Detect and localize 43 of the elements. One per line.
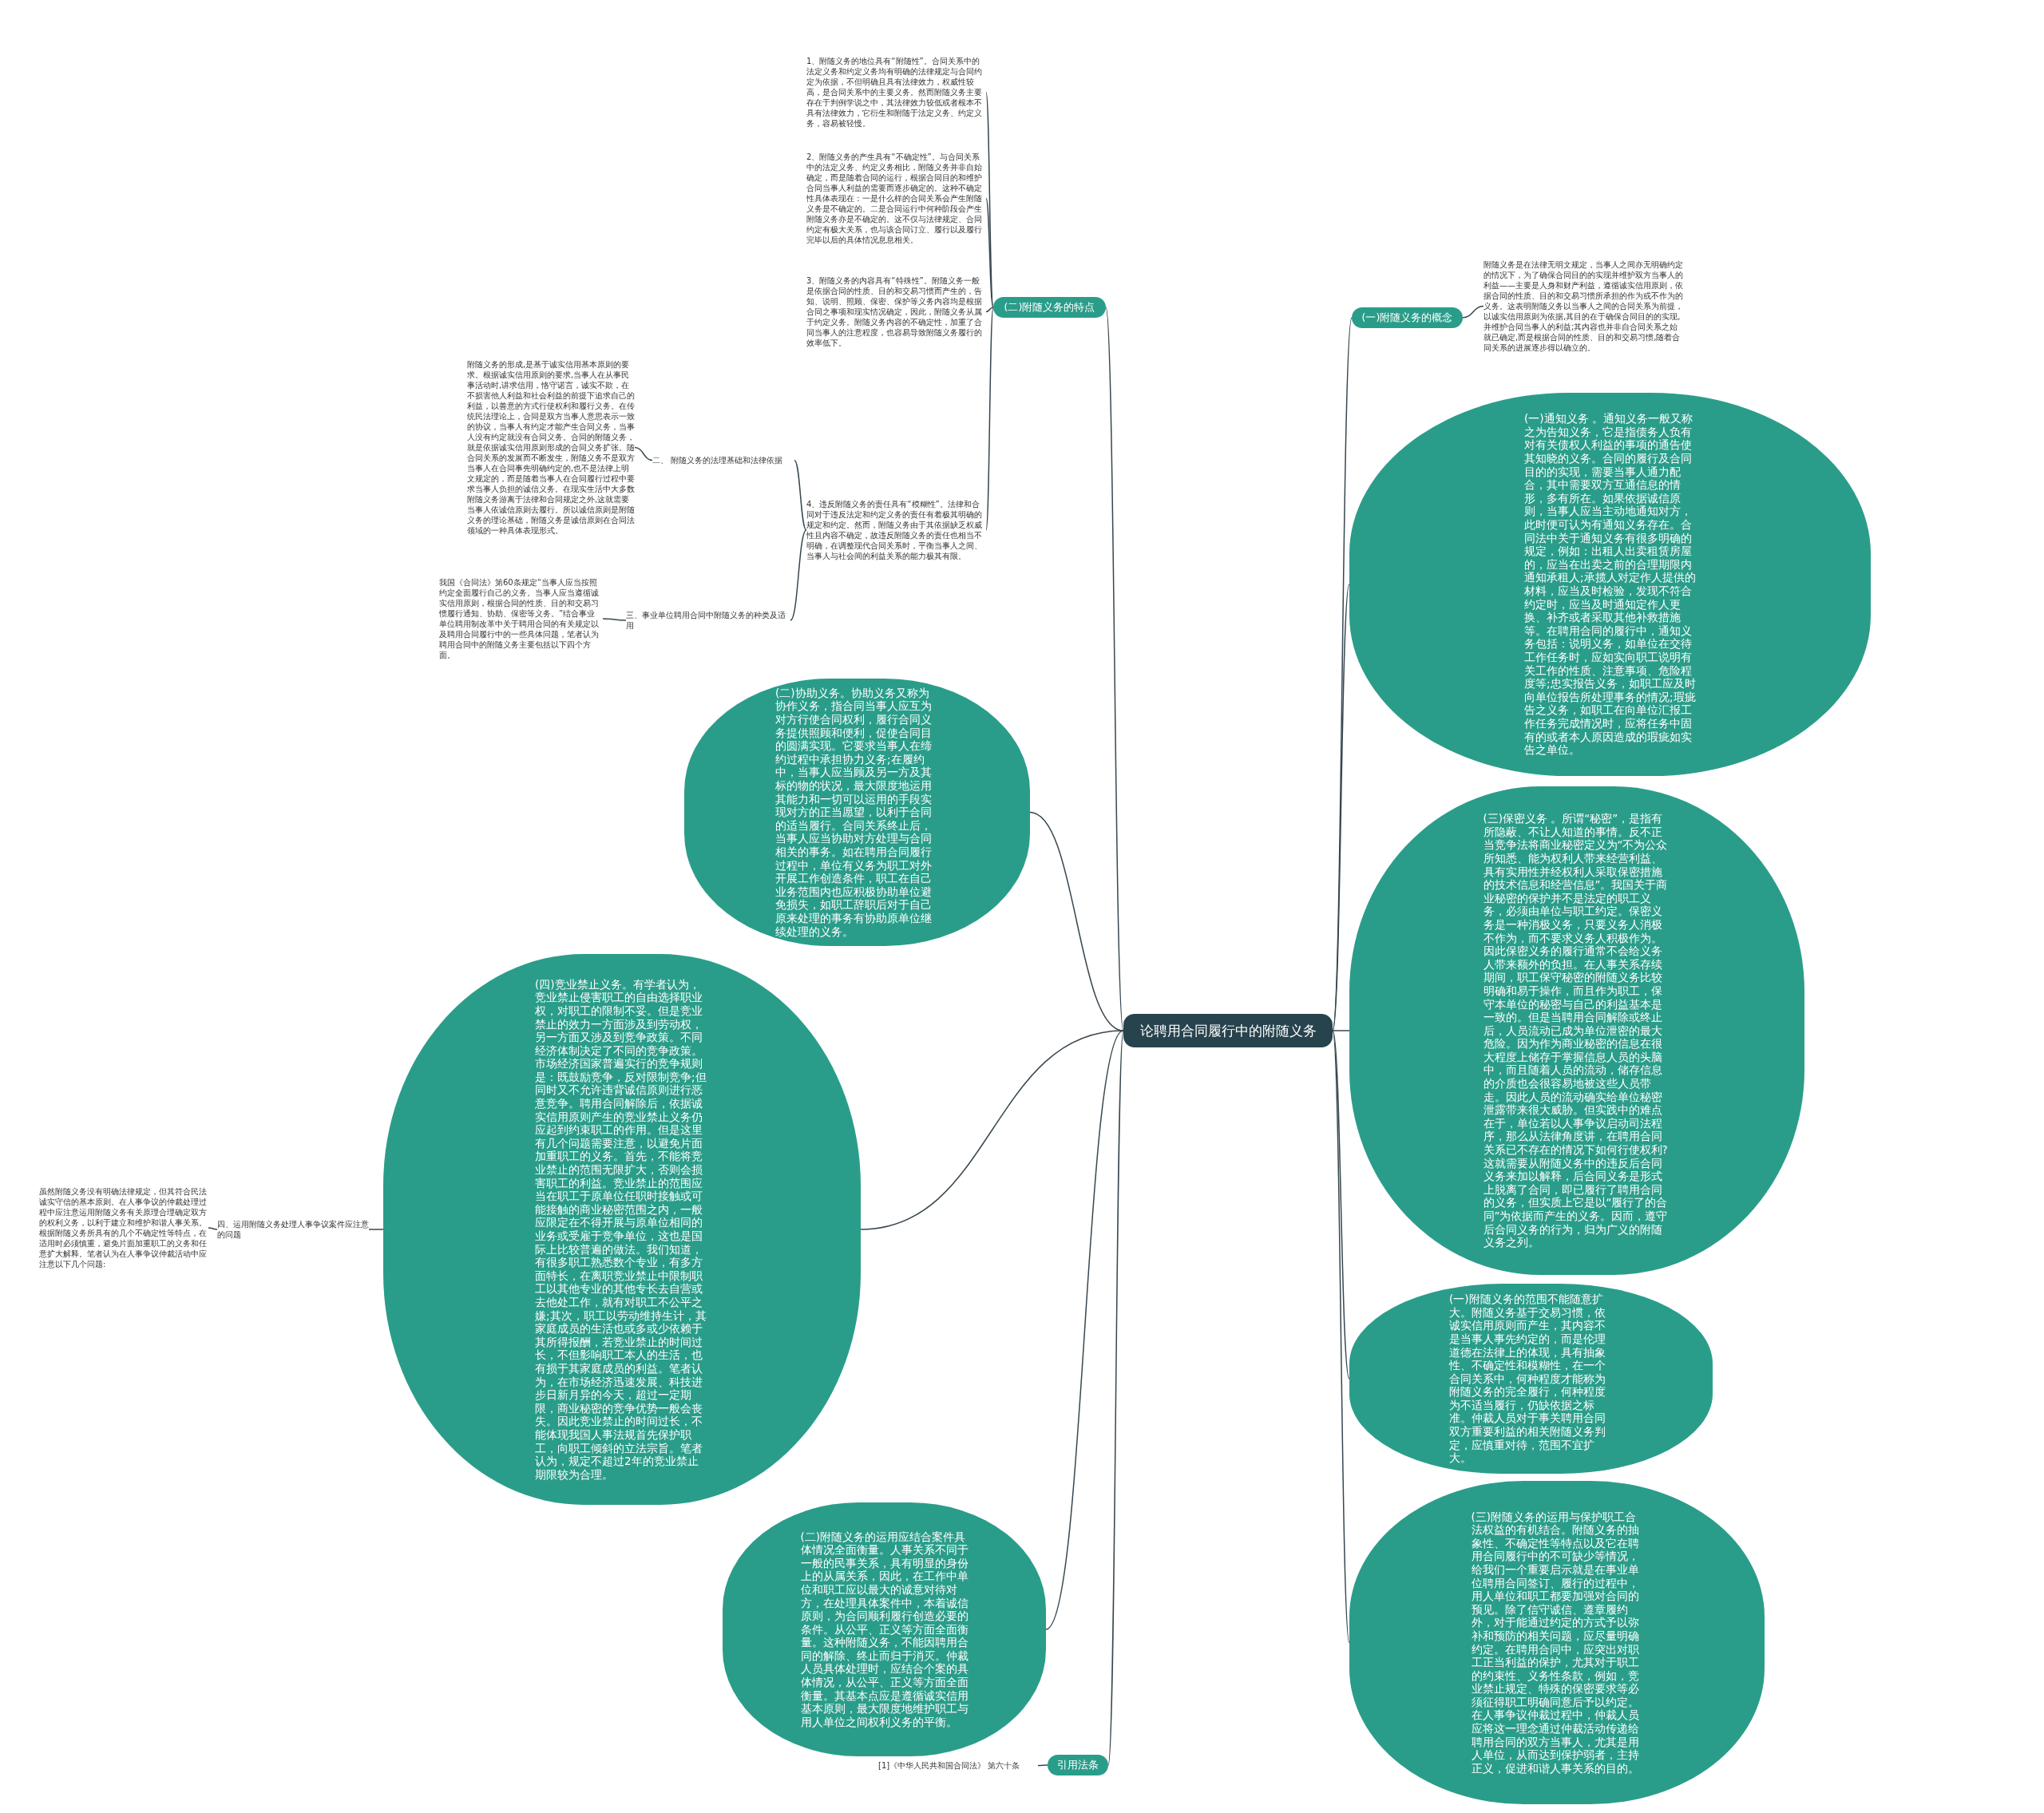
topic-pill: (二)附随义务的特点 bbox=[993, 297, 1106, 318]
note-text: 三、事业单位聘用合同中附随义务的种类及适用 bbox=[626, 610, 790, 631]
connector-line bbox=[1332, 1030, 1350, 1380]
paragraph: (三)保密义务 。所谓“秘密”，是指有所隐蔽、不让人知道的事情。反不正当竞争法将商业秘密定义为“不为公众所知悉、能为权利人带来经营利益、具有实用性并经权利人采取保密措施的技术信息和经营信息”。我国关于商业秘密的保护并不是法定的职工义务，必须由单位与职工约定。保密义务是一种消极义务，只要义务人消极不作为，而不要求义务人积极作为。因此保密义务的履行通常不会给义务人带来额外的负担。在人事关系存续期间，职工保守秘密的附随义务比较明确和易于操作，而且作为职工，保守本单位的秘密与自己的利益基本是一致的。但是当聘用合同解除或终止后，人员流动已成为单位泄密的最大危险。因为作为商业秘密的信息在很大程度上储存于掌握信息人员的头脑中，而且随着人员的流动，储存信息的介质也会很容易地被这些人员带走。因此人员的流动确实给单位秘密泄露带来很大威胁。但实践中的难点在于，单位若以人事争议启动司法程序，那么从法律角度讲，在聘用合同关系已不存在的情况下如何行使权利?这就需要从附随义务中的违反后合同义务来加以解释，后合同义务是形式上脱离了合同，即已履行了聘用合同的义务，但实质上它是以“履行了的合同”为依据而产生的义务。因而，遵守后合同义务的行为，归为广义的附随义务之列。 bbox=[1483, 812, 1669, 1249]
note-text: 附随义务是在法律无明文规定，当事人之间亦无明确约定的情况下，为了确保合同目的的实现并维护双方当事人的利益——主要是人身和财产利益，遵循诚实信用原则，依据合同的性质、目的和交易习惯所承担的作为或不作为的义务。这表明附随义务以当事人之间的合同关系为前提，以诚实信用原则为依据,其目的在于确保合同目的的实现,并维护合同当事人的利益;其内容也并非自合同关系之始就已确定,而是根据合同的性质、目的和交易习惯,随着合同关系的进展逐步得以确立的。 bbox=[1483, 259, 1685, 353]
note-text: 虽然附随义务没有明确法律规定，但其符合民法诚实守信的基本原则。在人事争议的仲裁处理过程中应注意运用附随义务有关原理合理确定双方的权利义务，以利于建立和维护和谐人事关系。根据附随义务所具有的几个不确定性等特点，在适用时必须慎重，避免片面加重职工的义务和任意扩大解释。笔者认为在人事争议仲裁活动中应注意以下几个问题: bbox=[39, 1186, 208, 1269]
connector-line bbox=[985, 307, 994, 313]
connector-line bbox=[634, 446, 653, 461]
note-text: 四、运用附随义务处理人事争议案件应注意的问题 bbox=[217, 1219, 369, 1240]
note-text: 1、附随义务的地位具有“附随性”。合同关系中的法定义务和约定义务均有明确的法律规定与合同约定为依据，不但明确且具有法律效力，权威性较高，是合同关系中的主要义务。然而附随义务主要存在于判例学说之中，其法律效力较低或者根本不具有法律效力，它衍生和附随于法定义务、约定义务，容易被轻慢。 bbox=[806, 56, 986, 129]
connector-line bbox=[1045, 1030, 1124, 1630]
connector-line bbox=[794, 459, 807, 531]
connector-line bbox=[1332, 1030, 1350, 1031]
paragraph: (二)附随义务的运用应结合案件具体情况全面衡量。人事关系不同于一般的民事关系，具有明显的身份上的从属关系，因此，在工作中单位和职工应以最大的诚意对待对方，在处理具体案件中，本着诚信原则，为合同顺利履行创造必要的条件。从公平、正义等方面全面衡量。这种附随义务，不能因聘用合同的解除、终止而归于消灭。仲裁人员具体处理时，应结合个案的具体情况，从公平、正义等方面全面衡量。其基本点应是遵循诚实信用基本原则，最大限度地维护职工与用人单位之间权利义务的平衡。 bbox=[800, 1530, 969, 1729]
paragraph: (一)通知义务 。通知义务一般又称之为告知义务，它是指债务人负有对有关债权人利益的事项的通告使其知晓的义务。合同的履行及合同目的的实现，需要当事人通力配合，其中需要双方互通信息的情形，多有所在。如果依据诚信原则，当事人应当主动地通知对方，此时便可认为有通知义务存在。合同法中关于通知义务有很多明确的规定，例如：出租人出卖租赁房屋的，应当在出卖之前的合理期限内通知承租人;承揽人对定作人提供的材料，应当及时检验，发现不符合约定时，应当及时通知定作人更换、补齐或者采取其他补救措施等。在聘用合同的履行中，通知义务包括：说明义务，如单位在交待工作任务时，应如实向职工说明有关工作的性质、注意事项、危险程度等;忠实报告义务，如职工应及时向单位报告所处理事务的情况;瑕疵告之义务，如职工在向单位汇报工作任务完成情况时，应将任务中固有的或者本人原因造成的瑕疵如实告之单位。 bbox=[1524, 412, 1696, 757]
topic-pill: (一)附随义务的概念 bbox=[1352, 307, 1463, 328]
paragraph: (四)竞业禁止义务。有学者认为，竞业禁止侵害职工的自由选择职业权，对职工的限制不妥。但是竞业禁止的效力一方面涉及到劳动权，另一方面又涉及到竞争政策。不同经济体制决定了不同的竞争政策。市场经济国家普遍实行的竞争规则是：既鼓励竞争，反对限制竞争;但同时又不允许违背诚信原则进行恶意竞争。聘用合同解除后，依据诚实信用原则产生的竞业禁止义务仍应起到约束职工的作用。但是这里有几个问题需要注意，以避免片面加重职工的义务。首先，不能将竞业禁止的范围无限扩大，否则会损害职工的利益。竞业禁止的范围应当在职工于原单位任职时接触或可能接触的商业秘密范围之内，一般应限定在不得开展与原单位相同的业务或受雇于竞争单位，这也是国际上比较普遍的做法。我们知道，有很多职工熟悉数个专业，有多方面特长，在离职竞业禁止中限制职工以其他专业的其他专长去自营或去他处工作，就有对职工不公平之嫌;其次，职工以劳动维持生计，其家庭成员的生活也或多或少依赖于其所得报酬，若竞业禁止的时间过长，不但影响职工本人的生活，也有损于其家庭成员的利益。笔者认为，在市场经济迅速发展、科技进步日新月异的今天，超过一定期限，商业秘密的竞争优势一般会丧失。因此竞业禁止的时间过长，不能体现我国人事法规首先保护职工，向职工倾斜的立法宗旨。笔者认为，规定不超过2年的竞业禁止期限较为合理。 bbox=[535, 977, 707, 1482]
connector-line bbox=[1462, 305, 1484, 319]
connector-line bbox=[985, 307, 994, 531]
paragraph: (一)附随义务的范围不能随意扩大。附随义务基于交易习惯，依诚实信用原则而产生，其内容不是当事人事先约定的，而是伦理道德在法律上的体现，具有抽象性、不确定性和模糊性，在一个合同关系中，何种程度才能称为附随义务的完全履行，何种程度为不适当履行，仍缺依据之标准。仲裁人员对于事关聘用合同双方重要利益的相关附随义务判定，应慎重对待，范围不宜扩大。 bbox=[1449, 1292, 1606, 1465]
central-topic: 论聘用合同履行中的附随义务 bbox=[1123, 1014, 1333, 1047]
connector-line bbox=[208, 1227, 218, 1230]
note-text: 附随义务的形成,是基于诚实信用基本原则的要求。根据诚实信用原则的要求,当事人在从事民事活动时,讲求信用，恪守诺言，诚实不欺，在不损害他人利益和社会利益的前提下追求自己的利益，以善意的方式行使权利和履行义务。在传统民法理论上，合同是双方当事人意思表示一致的协议，当事人有约定才能产生合同义务，当事人没有约定就没有合同义务。合同的附随义务，就是依据诚实信用原则形成的合同义务扩张。随合同关系的发展而不断发生，附随义务不是双方当事人在合同事先明确约定的,也不是法律上明文规定的，而是随着当事人在合同履行过程中要求当事人负担的诚信义务。在现实生活中大多数附随义务游离于法律和合同规定之外,这就需要当事人依诚信原则去履行。所以诚信原则是附随义务的理论基础，附随义务是诚信原则在合同法领域的一种具体表现形式。 bbox=[467, 359, 635, 536]
note-text: 2、附随义务的产生具有“不确定性”。与合同关系中的法定义务、约定义务相比，附随义务并非自始确定，而是随着合同的运行，根据合同目的和维护合同当事人利益的需要而逐步确定的。这种不确定性具体表现在：一是什么样的合同关系会产生附随义务是不确定的。二是合同运行中何种阶段会产生附随义务亦是不确定的。这不仅与法律规定、合同约定有极大关系，也与该合同订立、履行以及履行完毕以后的具体情况息息相关。 bbox=[806, 152, 986, 245]
note-text: 3、附随义务的内容具有“特殊性”。附随义务一般是依据合同的性质、目的和交易习惯而产生的，告知、说明、照顾、保密、保护等义务内容均是根据合同之事项和现实情况确定，因此，附随义务从属于约定义务。附随义务内容的不确定性，加重了合同当事人的注意程度，也容易导致附随义务履行的效率低下。 bbox=[806, 275, 986, 348]
connector-line bbox=[1107, 1030, 1124, 1766]
note-text: 二、 附随义务的法理基础和法律依据 bbox=[652, 455, 794, 465]
note-text: [1]《中华人民共和国合同法》 第六十条 bbox=[878, 1760, 1038, 1771]
paragraph: (二)协助义务。协助义务又称为协作义务，指合同当事人应互为对方行使合同权利，履行合同义务提供照顾和便利，促使合同目的圆满实现。它要求当事人在缔约过程中承担协力义务;在履约中，当事人应当顾及另一方及其标的物的状况，最大限度地运用其能力和一切可以运用的手段实现对方的正当愿望，以利于合同的适当履行。合同关系终止后，当事人应当协助对方处理与合同相关的事务。如在聘用合同履行过程中，单位有义务为职工对外开展工作创造条件，职工在自己业务范围内也应积极协助单位避免损失，如职工辞职后对于自己原来处理的事务有协助原单位继续处理的义务。 bbox=[775, 686, 933, 939]
connector-line bbox=[790, 529, 807, 621]
connector-line bbox=[1332, 1030, 1350, 1644]
connector-line bbox=[602, 618, 627, 621]
connector-line bbox=[1037, 1764, 1048, 1767]
connector-line bbox=[985, 91, 994, 308]
connector-line bbox=[368, 1229, 384, 1230]
connector-line bbox=[860, 1030, 1124, 1230]
paragraph: (三)附随义务的运用与保护职工合法权益的有机结合。附随义务的抽象性、不确定性等特点以及它在聘用合同履行中的不可缺少等情况，给我们一个重要启示就是在事业单位聘用合同签订、履行的过程中，用人单位和职工都要加强对合同的预见。除了信守诚信、遵章履约外，对于能通过约定的方式予以弥补和预防的相关问题，应尽量明确约定。在聘用合同中，应突出对职工正当利益的保护，尤其对于职工的约束性、义务性条款，例如，竞业禁止规定、特殊的保密要求等必须征得职工明确同意后予以约定。在人事争议仲裁过程中，仲裁人员应将这一理念通过仲裁活动传递给聘用合同的双方当事人，尤其是用人单位，从而达到保护弱者，主持正义，促进和谐人事关系的目的。 bbox=[1471, 1510, 1640, 1775]
connector-line bbox=[1105, 307, 1124, 1031]
note-text: 4、违反附随义务的责任具有“模糊性”。法律和合同对于违反法定和约定义务的责任有着极其明确的规定和约定。然而，附随义务由于其依据缺乏权威性且内容不确定，故违反附随义务的责任也相当不明确，在调整现代合同关系时，平衡当事人之间、当事人与社会间的利益关系的能力极其有限。 bbox=[806, 499, 986, 561]
connector-line bbox=[1332, 584, 1350, 1031]
note-text: 我国《合同法》第60条规定“当事人应当按照约定全面履行自己的义务。当事人应当遵循诚实信用原则，根据合同的性质、目的和交易习惯履行通知、协助、保密等义务。”结合事业单位聘用制改革中关于聘用合同的有关规定以及聘用合同履行中的一些具体问题，笔者认为聘用合同中的附随义务主要包括以下四个方面。 bbox=[439, 577, 603, 660]
connector-line bbox=[985, 197, 994, 308]
topic-pill: 引用法条 bbox=[1048, 1755, 1108, 1775]
